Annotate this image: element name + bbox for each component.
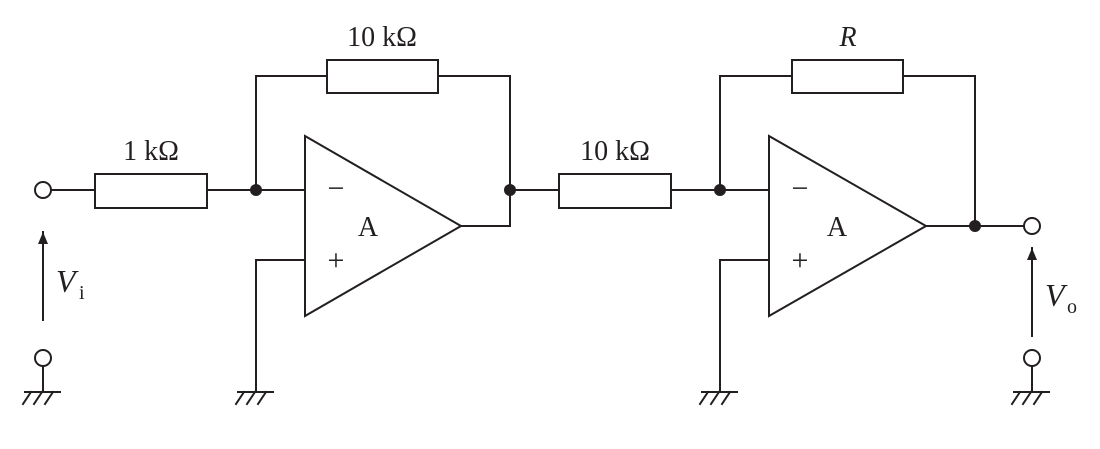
junction-node-3 — [714, 184, 726, 196]
input-voltage-subscript: i — [79, 282, 85, 304]
ground-symbol-output — [1010, 365, 1050, 406]
ground-symbol-op-amp-1 — [234, 390, 274, 406]
op-amp-1-label: A — [358, 212, 379, 243]
resistor-10k-coupling-label: 10 kΩ — [580, 136, 650, 167]
resistor-10k-coupling — [558, 173, 672, 209]
resistor-1k — [94, 173, 208, 209]
resistor-r-label: R — [838, 22, 856, 53]
resistor-10k-feedback-label: 10 kΩ — [347, 22, 417, 53]
junction-node-1 — [250, 184, 262, 196]
ground-symbol-input — [21, 365, 61, 406]
resistor-1k-label: 1 kΩ — [123, 136, 179, 167]
op-amp-2-label: A — [827, 212, 848, 243]
output-terminal — [1023, 217, 1041, 235]
resistor-r-feedback — [791, 59, 904, 94]
op-amp-2-plus-sign: + — [792, 244, 809, 277]
output-voltage-subscript: o — [1067, 296, 1077, 318]
junction-node-4 — [969, 220, 981, 232]
output-voltage-label: V — [1045, 277, 1068, 313]
input-ground-terminal — [34, 349, 52, 367]
op-amp-2 — [768, 134, 929, 318]
op-amp-1-plus-sign: + — [328, 244, 345, 277]
ground-symbol-op-amp-2 — [698, 390, 738, 406]
op-amp-2-minus-sign: − — [792, 172, 809, 205]
input-voltage-label: V — [56, 263, 79, 299]
wires — [50, 75, 1025, 393]
op-amp-1-minus-sign: − — [328, 172, 345, 205]
junction-node-2 — [504, 184, 516, 196]
output-ground-terminal — [1023, 349, 1041, 367]
resistor-10k-feedback — [326, 59, 439, 94]
op-amp-1 — [304, 134, 464, 318]
input-terminal — [34, 181, 52, 199]
